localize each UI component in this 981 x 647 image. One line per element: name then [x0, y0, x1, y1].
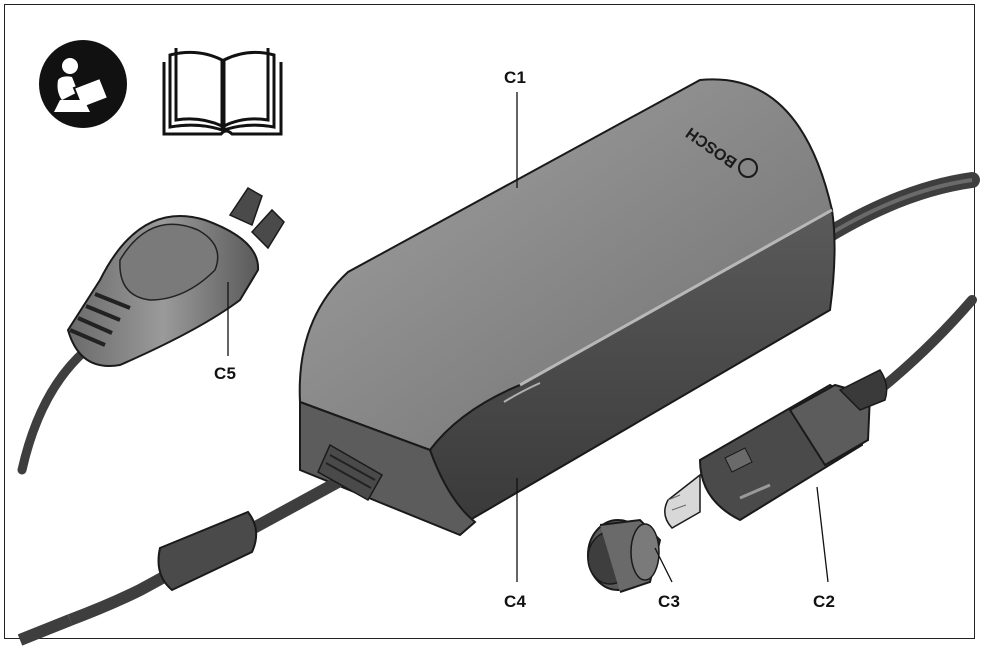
- callout-c4: C4: [504, 592, 527, 611]
- read-manual-person-icon: [39, 40, 127, 128]
- c5-cable: [17, 345, 91, 475]
- c4-output-cable: [17, 443, 384, 646]
- c2-car-plug: [664, 369, 888, 529]
- c5-connector-plug: [66, 187, 285, 367]
- callout-c1: C1: [504, 68, 527, 87]
- c1-charger-body: [298, 78, 836, 537]
- callout-c3: C3: [658, 592, 681, 611]
- open-book-icon: [162, 48, 283, 136]
- callout-c5: C5: [214, 364, 237, 383]
- figure-frame: [4, 4, 975, 639]
- callout-c2: C2: [813, 592, 836, 611]
- c2-leader-line: [816, 486, 829, 583]
- c3-adapter-sleeve: [587, 518, 662, 593]
- c3-leader-line: [654, 547, 673, 583]
- c1-input-cable: [812, 172, 980, 248]
- callout-leaders: [227, 92, 829, 583]
